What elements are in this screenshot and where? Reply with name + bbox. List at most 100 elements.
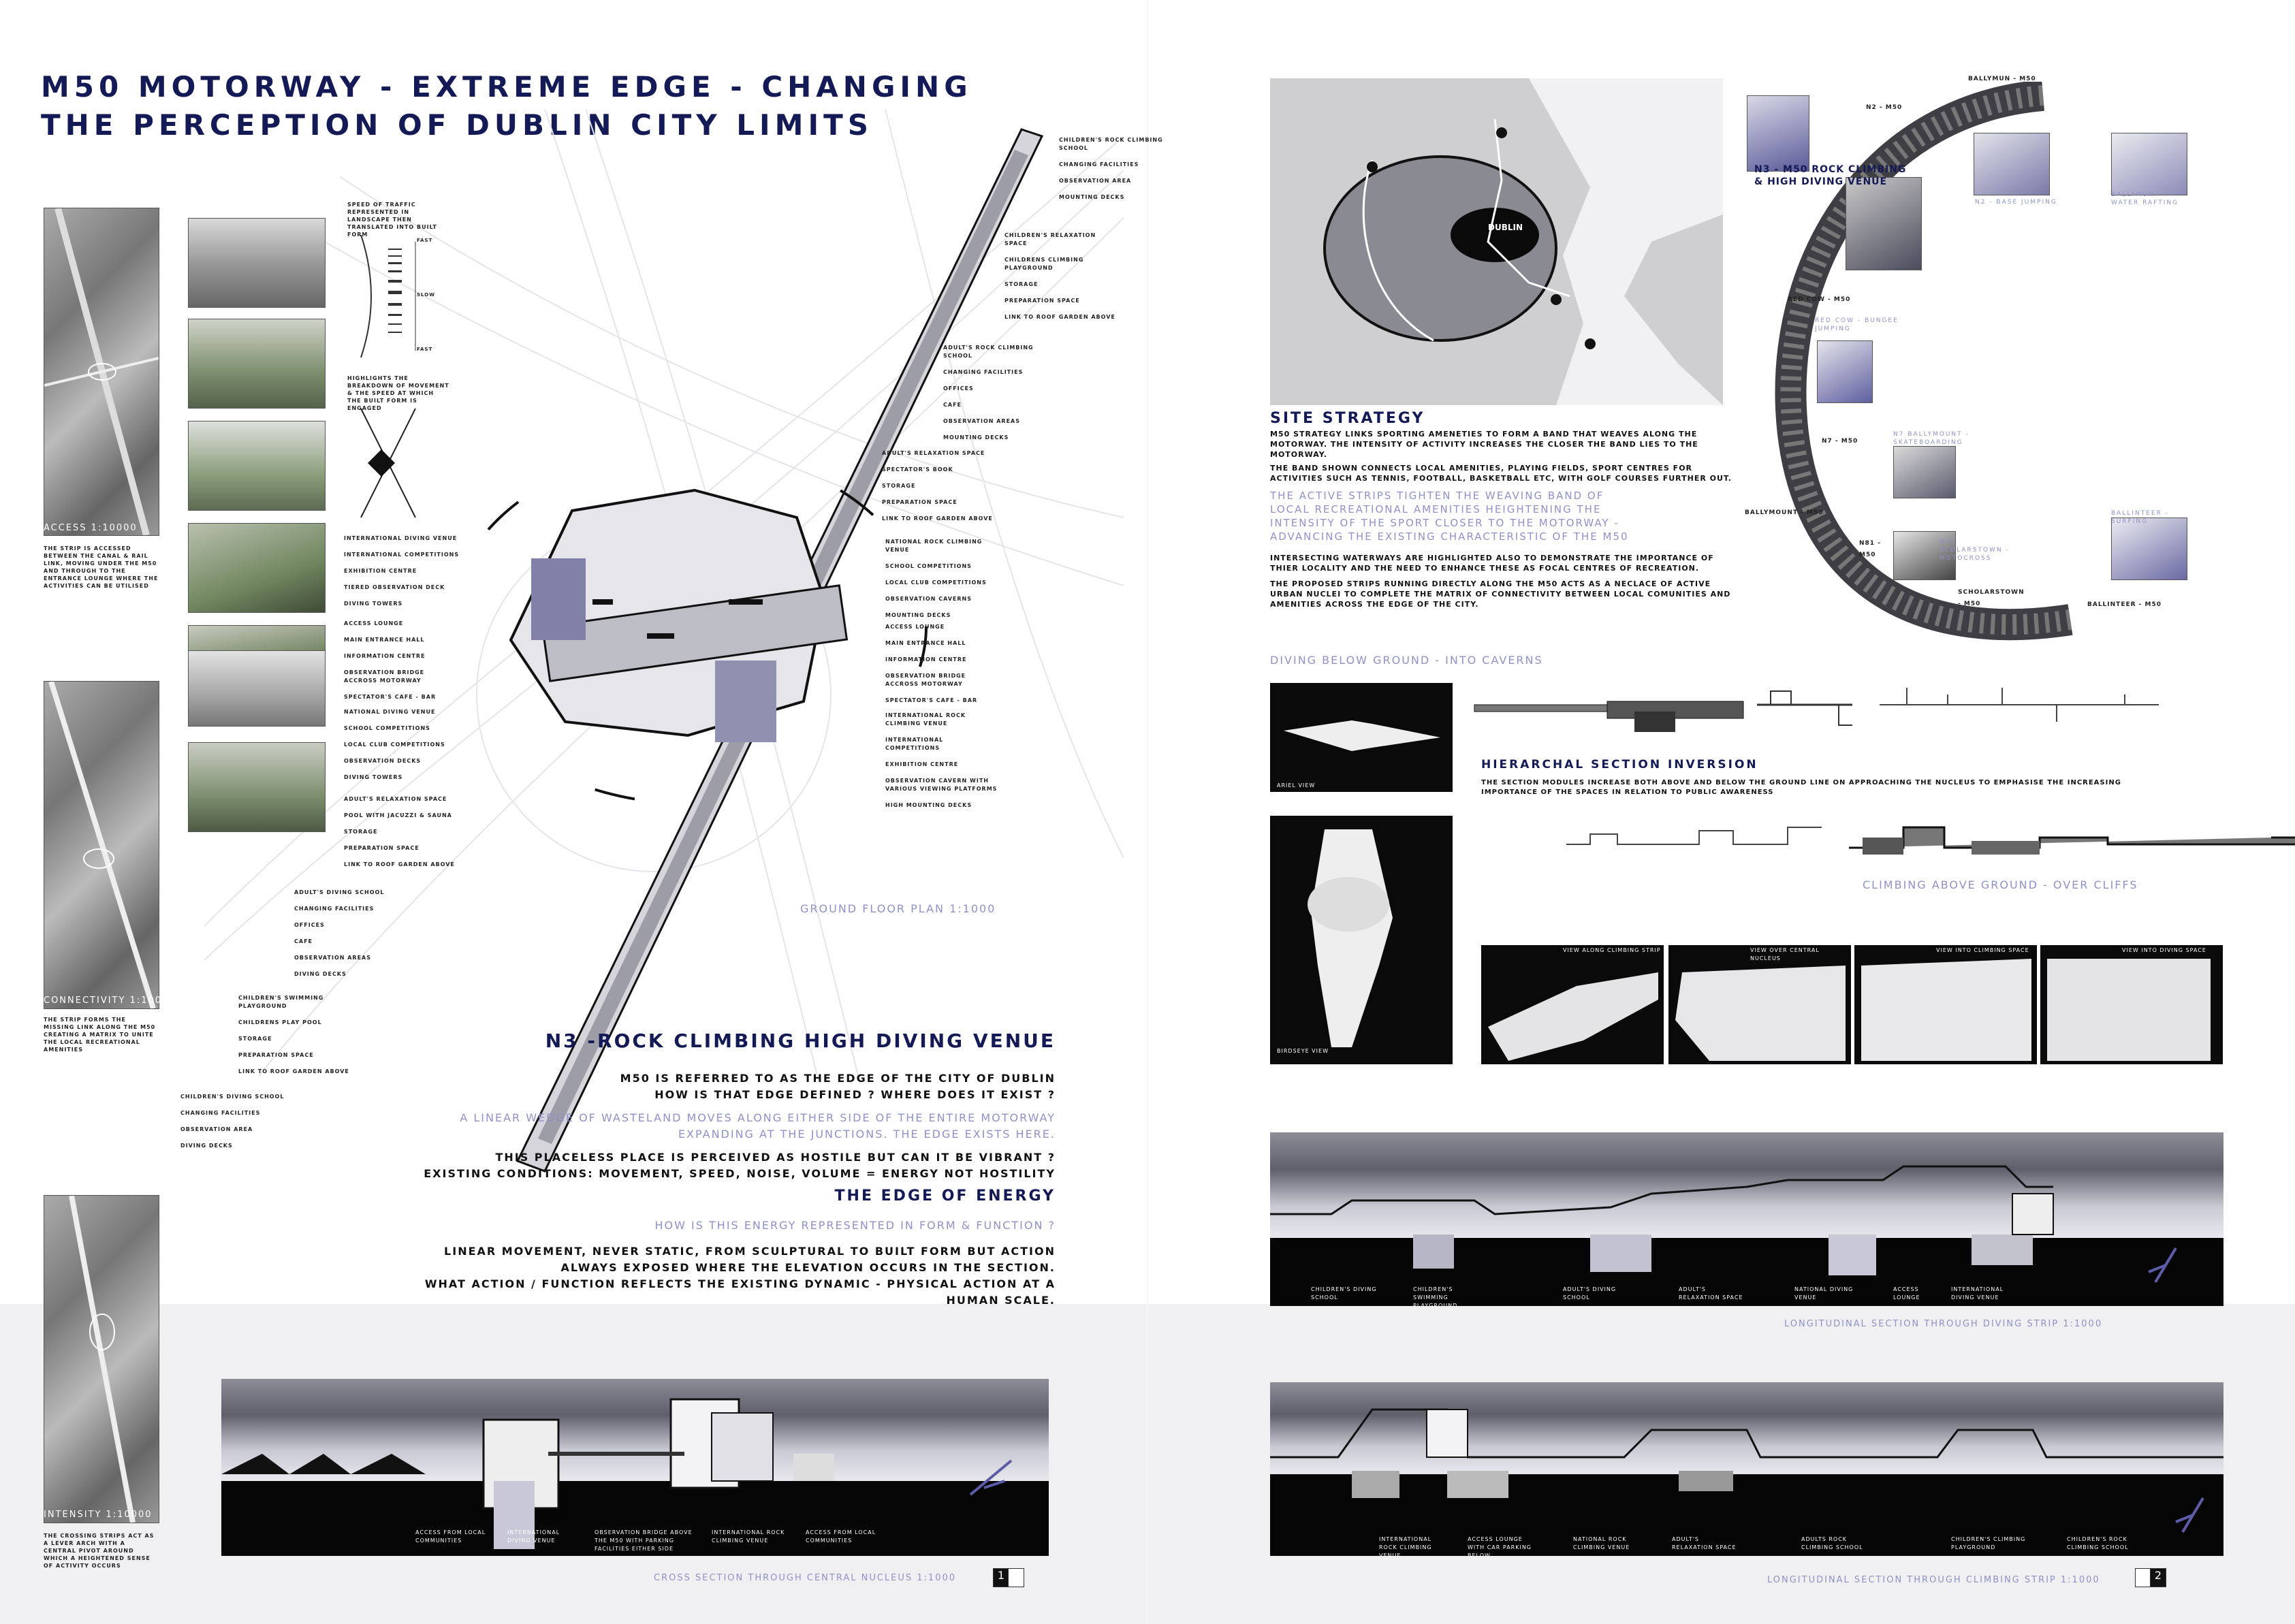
site-linework	[204, 109, 1124, 1076]
cross-section-label-3: OBSERVATION BRIDGE ABOVE THE M50 WITH PA…	[595, 1529, 693, 1552]
program-left-group-7: CHILDREN'S DIVING SCHOOL CHANGING FACILI…	[180, 1094, 285, 1149]
birdseye-view-image: BIRDSEYE VIEW	[1270, 816, 1453, 1064]
ring-photo-label-n7: N7 BALLYMOUNT - SKATEBOARDING	[1893, 431, 1969, 446]
connectivity-aerial-map	[44, 681, 159, 1009]
motorway-photo-1	[188, 218, 326, 308]
motorway-photo-2	[188, 319, 326, 409]
movement-note: HIGHLIGHTS THE BREAKDOWN OF MOVEMENT & T…	[347, 375, 449, 411]
energy-block: LINEAR MOVEMENT, NEVER STATIC, FROM SCUL…	[424, 1245, 1056, 1307]
page-divider	[1147, 0, 1148, 1624]
cross-section-label-5: ACCESS FROM LOCAL COMMUNITIES	[806, 1529, 876, 1544]
energy-heading: THE EDGE OF ENERGY	[834, 1188, 1056, 1205]
climbing-section-label-5: ADULTS ROCK CLIMBING SCHOOL	[1801, 1536, 1863, 1550]
ground-floor-plan	[448, 128, 1044, 1173]
climbing-section-caption: LONGITUDINAL SECTION THROUGH CLIMBING ST…	[1767, 1575, 2100, 1585]
diving-section-label-1: CHILDREN'S DIVING SCHOOL	[1311, 1286, 1377, 1301]
program-left-group-6: CHILDREN'S SWIMMING PLAYGROUND CHILDRENS…	[238, 995, 349, 1074]
ring-photo-label-n81: N81 SCOLARSTOWN - MOTOCROSS	[1940, 539, 2010, 562]
climbing-section-label-4: ADULT'S RELAXATION SPACE	[1672, 1536, 1737, 1550]
ring-label-n3: N3 - M50 ROCK CLIMBING & HIGH DIVING VEN…	[1754, 164, 1907, 187]
page-title: M50 MOTORWAY - EXTREME EDGE - CHANGING T…	[41, 70, 972, 142]
diving-section-label-7: INTERNATIONAL DIVING VENUE	[1951, 1286, 2004, 1301]
cross-section-caption: CROSS SECTION THROUGH CENTRAL NUCLEUS 1:…	[654, 1573, 957, 1583]
speed-slow-label: SLOW	[417, 292, 435, 298]
map-dublin-label: DUBLIN	[1488, 223, 1523, 232]
program-right-group-6: ACCESS LOUNGE MAIN ENTRANCE HALL INFORMA…	[885, 624, 978, 703]
energy-question: HOW IS THIS ENERGY REPRESENTED IN FORM &…	[654, 1219, 1056, 1232]
program-left-group-5: ADULT'S DIVING SCHOOL CHANGING FACILITIE…	[294, 889, 385, 977]
page-number-2: 2	[2150, 1568, 2166, 1587]
ring-photo-ballymun	[1747, 95, 1809, 172]
ring-label-ballymount: BALLYMOUNT - M50	[1745, 509, 1824, 516]
intensity-caption: THE CROSSING STRIPS ACT AS A LEVER ARCH …	[44, 1533, 155, 1569]
strategy-paragraph-2: THE BAND SHOWN CONNECTS LOCAL AMENITIES,…	[1270, 464, 1732, 483]
intensity-label: INTENSITY 1:10000	[44, 1510, 153, 1520]
access-label: ACCESS 1:10000	[44, 523, 138, 533]
view-central-nucleus-label: VIEW OVER CENTRAL NUCLEUS	[1750, 947, 1820, 961]
program-left-group-1: INTERNATIONAL DIVING VENUE INTERNATIONAL…	[344, 535, 460, 607]
dublin-site-map: DUBLIN	[1270, 78, 1723, 405]
connectivity-caption: THE STRIP FORMS THE MISSING LINK ALONG T…	[44, 1017, 156, 1053]
program-right-group-7: INTERNATIONAL ROCK CLIMBING VENUE INTERN…	[885, 712, 998, 808]
ring-label-redcow: RED COW - M50	[1788, 296, 1851, 303]
view-diving-space: VIEW INTO DIVING SPACE	[2040, 945, 2223, 1064]
program-left-group-3: NATIONAL DIVING VENUE SCHOOL COMPETITION…	[344, 709, 445, 780]
program-right-group-1: CHILDREN'S ROCK CLIMBING SCHOOL CHANGING…	[1059, 137, 1163, 200]
ring-photo-water	[2111, 133, 2187, 195]
ring-label-n2: N2 - M50	[1866, 104, 1903, 111]
climbing-section-label-1: INTERNATIONAL ROCK CLIMBING VENUE	[1379, 1536, 1432, 1556]
program-right-group-3: ADULT'S ROCK CLIMBING SCHOOL CHANGING FA…	[943, 345, 1034, 441]
program-left-group-4: ADULT'S RELAXATION SPACE POOL WITH JACUZ…	[344, 796, 455, 867]
program-right-group-2: CHILDREN'S RELAXATION SPACE CHILDRENS CL…	[1004, 232, 1115, 320]
strategy-paragraph-3: INTERSECTING WATERWAYS ARE HIGHLIGHTED A…	[1270, 554, 1714, 573]
cross-section-label-2: INTERNATIONAL DIVING VENUE	[507, 1529, 560, 1544]
climbing-section-label-7: CHILDREN'S ROCK CLIMBING SCHOOL	[2067, 1536, 2129, 1550]
page-number-2-box	[2135, 1568, 2151, 1587]
climbing-longitudinal-section: INTERNATIONAL ROCK CLIMBING VENUE ACCESS…	[1270, 1382, 2223, 1556]
ring-label-n81: N81 - M50	[1859, 540, 1881, 558]
venue-heading: N3 -ROCK CLIMBING HIGH DIVING VENUE	[545, 1030, 1056, 1052]
ring-photo-n81	[1893, 531, 1956, 580]
climbing-section-strip	[1566, 826, 2295, 855]
ring-photo-label-n2: N2 - BASE JUMPING	[1975, 199, 2057, 206]
hierarchical-text: THE SECTION MODULES INCREASE BOTH ABOVE …	[1481, 779, 2121, 796]
cross-section-drawing: ACCESS FROM LOCAL COMMUNITIES INTERNATIO…	[221, 1379, 1049, 1556]
birdseye-view-label: BIRDSEYE VIEW	[1277, 1048, 1329, 1054]
view-central-nucleus: VIEW OVER CENTRAL NUCLEUS	[1668, 945, 1851, 1064]
ring-photo-n3	[1846, 177, 1922, 270]
diving-section-strip	[1474, 688, 2159, 732]
climbing-section-ground	[1270, 1474, 2223, 1556]
diving-section-sky	[1270, 1132, 2223, 1238]
ring-photo-label-ballinteer: BALLINTEER - SURFING	[2111, 510, 2169, 525]
page-number-1: 1	[993, 1568, 1009, 1587]
movement-diagram	[360, 408, 416, 518]
ring-photo-label-redcow: RED COW - BUNGEE JUMPING	[1815, 317, 1899, 332]
intro-block-2: A LINEAR WEDGE OF WASTELAND MOVES ALONG …	[460, 1111, 1056, 1141]
speed-note: SPEED OF TRAFFIC REPRESENTED IN LANDSCAP…	[347, 202, 437, 238]
cross-section-label-4: INTERNATIONAL ROCK CLIMBING VENUE	[712, 1529, 785, 1544]
program-right-group-4: ADULT'S RELAXATION SPACE SPECTATOR'S BOO…	[882, 450, 993, 522]
view-climbing-strip: VIEW ALONG CLIMBING STRIP	[1481, 945, 1664, 1064]
hierarchical-heading: HIERARCHAL SECTION INVERSION	[1481, 758, 1758, 771]
intro-block-3: THIS PLACELESS PLACE IS PERCEIVED AS HOS…	[424, 1151, 1056, 1180]
diving-heading: DIVING BELOW GROUND - INTO CAVERNS	[1270, 654, 1543, 667]
diving-longitudinal-section: CHILDREN'S DIVING SCHOOL CHILDREN'S SWIM…	[1270, 1132, 2223, 1306]
intro-block-1: M50 IS REFERRED TO AS THE EDGE OF THE CI…	[620, 1072, 1056, 1101]
intensity-aerial-map	[44, 1195, 159, 1523]
speed-fast-label-2: FAST	[417, 347, 433, 352]
climbing-section-label-2: ACCESS LOUNGE WITH CAR PARKING BELOW	[1468, 1536, 1532, 1556]
ring-label-ballinteer: BALLINTEER - M50	[2087, 601, 2162, 608]
ring-photo-n7	[1893, 446, 1956, 498]
diving-section-label-2: CHILDREN'S SWIMMING PLAYGROUND	[1413, 1286, 1458, 1306]
ariel-view-image: ARIEL VIEW	[1270, 683, 1453, 792]
cross-section-ground	[221, 1481, 1049, 1556]
diving-section-label-6: ACCESS LOUNGE	[1893, 1286, 1920, 1301]
motorway-photo-6	[188, 650, 326, 727]
ariel-view-label: ARIEL VIEW	[1277, 782, 1316, 789]
speed-fast-label: FAST	[417, 238, 433, 243]
view-climbing-strip-label: VIEW ALONG CLIMBING STRIP	[1563, 947, 1661, 953]
diving-section-label-5: NATIONAL DIVING VENUE	[1794, 1286, 1854, 1301]
diving-section-label-3: ADULT'S DIVING SCHOOL	[1563, 1286, 1617, 1301]
view-climbing-space: VIEW INTO CLIMBING SPACE	[1854, 945, 2037, 1064]
motorway-photo-3	[188, 421, 326, 511]
